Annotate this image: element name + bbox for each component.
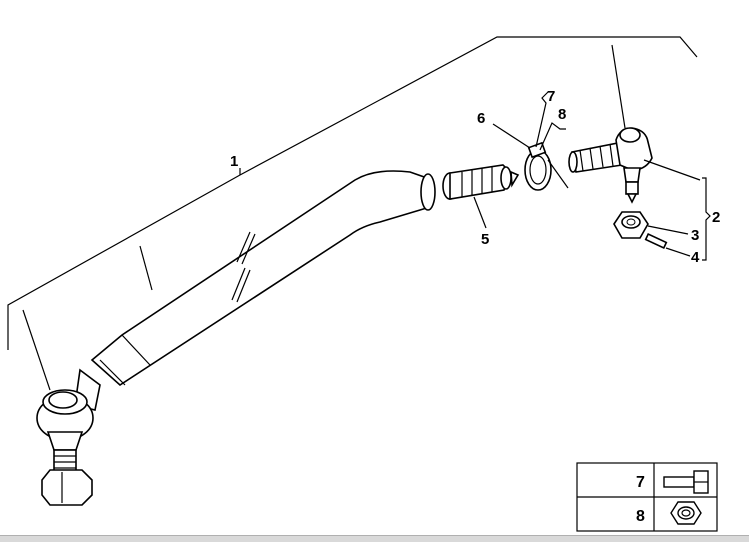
callout-group-7-8: 7 8: [535, 88, 566, 151]
callout-4: 4: [691, 249, 700, 266]
callout-7: 7: [547, 88, 555, 105]
callout-8: 8: [558, 106, 566, 123]
callout-6: 6: [477, 110, 485, 127]
hex-nut-icon: [670, 501, 702, 525]
callout-3: 3: [691, 227, 699, 244]
nut-part-3: 3: [613, 211, 699, 244]
cotter-pin-part-4: 4: [644, 232, 700, 266]
right-ball-joint-part-2: [568, 127, 701, 204]
bolt-icon: [663, 470, 709, 494]
callout-2: 2: [712, 209, 720, 226]
window-bottom-strip: [0, 535, 749, 542]
callout-5: 5: [481, 231, 489, 248]
legend-number-7: 7: [636, 474, 645, 491]
legend-number-8: 8: [636, 508, 645, 525]
legend-table: 7 8: [576, 462, 718, 532]
left-ball-joint: [36, 368, 101, 506]
assembly-bracket-1: [7, 36, 698, 391]
callout-1: 1: [230, 153, 238, 170]
boot-part-5: 5: [442, 164, 520, 248]
clamp-part-6: 6: [477, 110, 569, 191]
brace-item-2: 2: [702, 177, 720, 261]
tie-rod-tube: [90, 170, 436, 387]
